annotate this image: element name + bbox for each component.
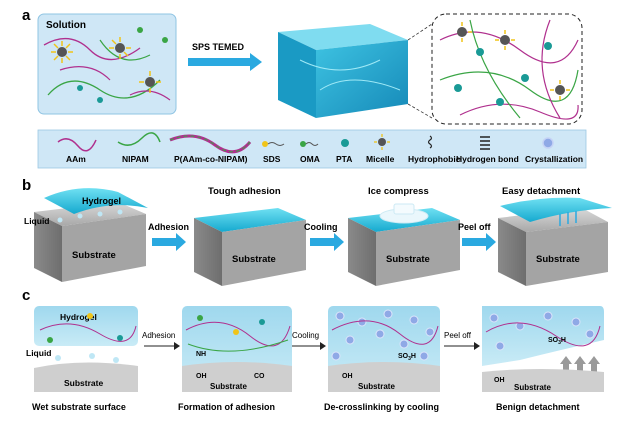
c-step-formation: NH OH CO Substrate Formation of adhesion <box>178 306 292 412</box>
c-arrow-adhesion: Adhesion <box>142 331 180 350</box>
c-caption-3: De-crosslinking by cooling <box>324 402 439 412</box>
c-so3h-label-2: SO3H <box>548 337 566 346</box>
c-hydrogel-label: Hydrogel <box>60 312 97 322</box>
legend-crystal: Crystallization <box>525 154 583 164</box>
panel-b-letter: b <box>22 177 31 194</box>
c-liquid-label: Liquid <box>26 348 52 358</box>
c-arrow-adhesion-label: Adhesion <box>142 331 175 340</box>
b-step-title-3: Easy detachment <box>502 186 581 197</box>
oma-icon <box>300 141 319 147</box>
legend-hbond: Hydrogen bond <box>456 154 519 164</box>
b-substrate-label-1: Substrate <box>72 250 116 261</box>
c-oh-label-2: OH <box>342 373 353 380</box>
b-substrate-label-4: Substrate <box>536 254 580 265</box>
legend-pta: PTA <box>336 154 352 164</box>
micelle-icon <box>51 41 73 63</box>
c-step-decrosslink: SO3H OH Substrate De-crosslinking by coo… <box>324 306 440 412</box>
hydrogen-bond-icon <box>480 136 490 150</box>
panel-b: b Hydrogel Liquid Substrate Adhesion Tou… <box>22 177 612 286</box>
c-co-label: CO <box>254 373 265 380</box>
legend-copolymer: P(AAm-co-NIPAM) <box>174 154 248 164</box>
c-arrow-cooling: Cooling <box>292 331 326 350</box>
c-caption-4: Benign detachment <box>496 402 580 412</box>
c-substrate-label-2: Substrate <box>210 382 247 391</box>
b-substrate-label-3: Substrate <box>386 254 430 265</box>
b-arrow-adhesion: Adhesion <box>148 222 189 251</box>
legend-nipam: NIPAM <box>122 154 149 164</box>
pta-icon <box>341 139 349 147</box>
b-step-ice: Ice compress Substrate <box>348 186 460 286</box>
solution-label: Solution <box>46 20 86 31</box>
sps-temed-arrow: SPS TEMED <box>188 42 262 71</box>
legend-sds: SDS <box>263 154 281 164</box>
c-caption-1: Wet substrate surface <box>32 402 126 412</box>
legend-micelle: Micelle <box>366 154 395 164</box>
b-step-title-1: Tough adhesion <box>208 186 281 197</box>
b-step-detach: Easy detachment Substrate <box>498 186 612 286</box>
sps-temed-label: SPS TEMED <box>192 42 245 52</box>
b-arrow-adhesion-label: Adhesion <box>148 222 189 232</box>
solution-box: Solution <box>37 13 177 115</box>
micelle-icon <box>139 71 161 93</box>
b-step-adhesion: Tough adhesion Substrate <box>194 186 306 286</box>
micelle-icon <box>109 37 131 59</box>
b-step-wet: Hydrogel Liquid Substrate <box>24 188 148 282</box>
c-step-wet: Hydrogel Liquid Substrate Wet substrate … <box>26 306 138 412</box>
panel-a-letter: a <box>22 7 31 24</box>
aam-chain-icon <box>57 138 97 152</box>
b-liquid-label: Liquid <box>24 216 50 226</box>
sds-icon <box>262 141 285 147</box>
b-arrow-peel: Peel off <box>458 222 496 251</box>
hydrogel-cube <box>278 24 408 118</box>
b-hydrogel-label: Hydrogel <box>82 196 121 206</box>
panel-a: a Solution SPS TEMED <box>22 7 587 169</box>
c-arrow-peel: Peel off <box>444 331 480 350</box>
b-arrow-peel-label: Peel off <box>458 222 492 232</box>
panel-c: c Hydrogel Liquid Substrate Wet substrat… <box>22 287 604 412</box>
c-oh-label-1: OH <box>196 373 207 380</box>
c-step-detach: SO3H OH Substrate Benign detachment <box>482 306 604 412</box>
c-caption-2: Formation of adhesion <box>178 402 275 412</box>
legend-bar: AAm NIPAM P(AAm-co-NIPAM) SDS OMA PTA Mi… <box>37 129 587 169</box>
crystallization-icon <box>542 137 554 149</box>
c-substrate-label-1: Substrate <box>64 378 103 388</box>
c-oh-label-3: OH <box>494 377 505 384</box>
c-arrow-cooling-label: Cooling <box>292 331 319 340</box>
b-step-title-2: Ice compress <box>368 186 429 197</box>
c-substrate-label-4: Substrate <box>514 383 551 392</box>
legend-oma: OMA <box>300 154 320 164</box>
micelle-legend-icon <box>374 134 390 150</box>
legend-aam: AAm <box>66 154 86 164</box>
c-nh-label: NH <box>196 351 206 358</box>
c-so3h-label-1: SO3H <box>398 353 416 362</box>
panel-c-letter: c <box>22 287 30 304</box>
c-substrate-label-3: Substrate <box>358 382 395 391</box>
c-arrow-peel-label: Peel off <box>444 331 472 340</box>
hydrophobic-icon <box>427 135 433 149</box>
nipam-chain-icon <box>117 132 161 146</box>
b-substrate-label-2: Substrate <box>232 254 276 265</box>
b-arrow-cooling: Cooling <box>304 222 344 251</box>
up-arrows-icon <box>560 356 600 372</box>
legend-hydrophobic: Hydrophobic <box>408 154 461 164</box>
network-zoom <box>431 13 583 125</box>
b-arrow-cooling-label: Cooling <box>304 222 338 232</box>
